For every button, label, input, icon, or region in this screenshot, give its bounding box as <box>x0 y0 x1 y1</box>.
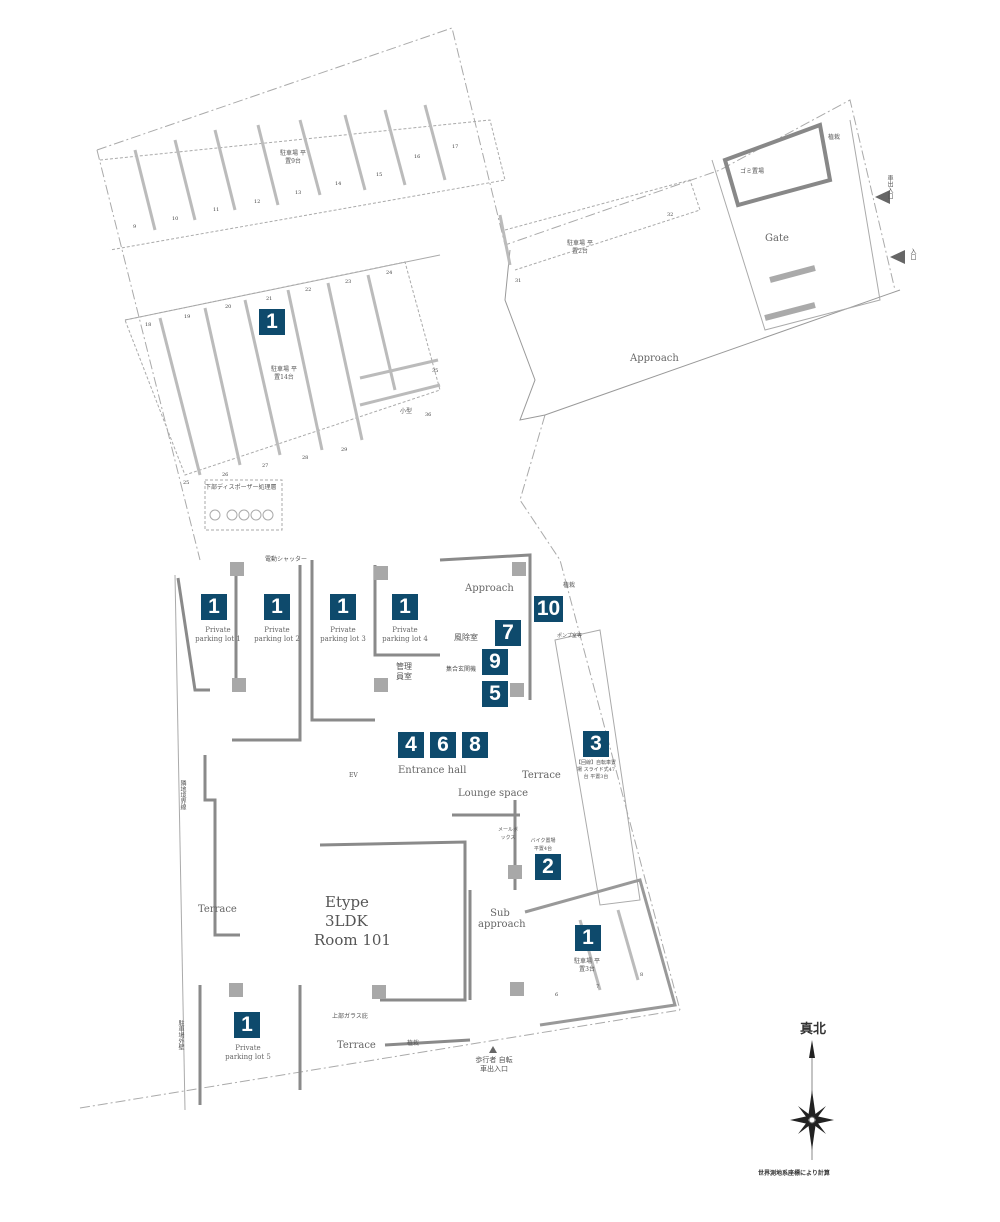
label-car-entrance: 車出入口 <box>886 175 893 199</box>
label-bicycle-parking: 【回線】自転車置場 スライド式47台 平置3台 <box>575 760 616 780</box>
label-planting-1: 植栽 <box>563 582 576 589</box>
stall-number: 22 <box>305 287 312 293</box>
stall-number: 21 <box>266 296 273 302</box>
label-terrace-bottom: Terrace <box>337 1040 376 1051</box>
label-approach-road: Approach <box>630 353 679 364</box>
site-boundary <box>96 27 896 291</box>
label-approach: Approach <box>465 583 514 594</box>
label-entrance: 入口 <box>909 248 916 260</box>
label-manager-room: 管理員室 <box>396 662 412 681</box>
stall-number: 31 <box>515 278 522 284</box>
label-small: 小型 <box>400 408 413 415</box>
badge-4: 4 <box>398 732 424 758</box>
label-lot-1: Private parking lot 1 <box>195 626 241 643</box>
badge-lot-5: 1 <box>234 1012 260 1038</box>
stall-number: 26 <box>222 472 229 478</box>
label-outer-wall: 駐車場外壁 <box>177 1020 184 1050</box>
label-pedestrian-entrance: 歩行者 自転車出入口 <box>475 1056 513 1073</box>
label-pump-room: ポンプ室等 <box>557 633 582 639</box>
stall-number: 36 <box>425 412 432 418</box>
label-unit-room: Room 101 <box>314 931 391 949</box>
stall-number: 35 <box>432 368 439 374</box>
label-shutter: 電動シャッター <box>265 556 308 563</box>
badge-5: 5 <box>482 681 508 707</box>
stall-number: 12 <box>254 199 261 205</box>
stall-number: 28 <box>302 455 309 461</box>
label-parking-right: 駐車場 平置3台 <box>574 958 600 973</box>
stall-number: 7 <box>596 984 600 990</box>
badge-8: 8 <box>462 732 488 758</box>
label-planting-3: 植栽 <box>828 134 841 141</box>
stall-number: 9 <box>133 224 137 230</box>
disposer-tanks <box>209 509 274 521</box>
badge-7: 7 <box>495 620 521 646</box>
label-garbage: ゴミ置場 <box>740 168 765 175</box>
label-ev: EV <box>349 772 358 779</box>
label-terrace-right: Terrace <box>522 770 561 781</box>
stall-number: 10 <box>172 216 179 222</box>
label-mailbox-panel: 集合玄関機 <box>446 666 477 673</box>
label-lounge: Lounge space <box>458 788 529 799</box>
label-unit-type: Etype <box>325 893 369 911</box>
badge-lot-3: 1 <box>330 594 356 620</box>
stall-number: 25 <box>183 480 190 486</box>
stall-number: 20 <box>225 304 232 310</box>
badge-lot-4: 1 <box>392 594 418 620</box>
badge-parking-right: 1 <box>575 925 601 951</box>
label-windbreak: 風除室 <box>454 633 478 642</box>
label-parking-top: 駐車場 平置9台 <box>280 150 306 165</box>
label-unit-layout: 3LDK <box>325 912 368 930</box>
label-mailbox: メールボックス <box>498 827 519 841</box>
stall-number: 18 <box>145 322 152 328</box>
badge-2: 2 <box>535 854 561 880</box>
north-compass-icon <box>790 1040 834 1160</box>
stall-number: 11 <box>213 207 220 213</box>
badge-lot-1: 1 <box>201 594 227 620</box>
label-skylight: 上部ガラス庇 <box>332 1013 368 1020</box>
label-lot-5: Private parking lot 5 <box>225 1044 271 1061</box>
columns <box>229 562 526 999</box>
label-planting-2: 植栽 <box>407 1040 420 1047</box>
stall-number: 14 <box>335 181 342 187</box>
badge-9: 9 <box>482 649 508 675</box>
stall-number: 24 <box>386 270 393 276</box>
label-lot-3: Private parking lot 3 <box>320 626 366 643</box>
label-gate: Gate <box>765 233 789 244</box>
label-disposer: 下部ディスポーザー処理層 <box>205 484 277 491</box>
stall-number: 32 <box>667 212 674 218</box>
stall-number: 16 <box>414 154 421 160</box>
label-lot-2: Private parking lot 2 <box>254 626 300 643</box>
badge-parking-top: 1 <box>259 309 285 335</box>
compass-title: 真北 <box>800 1022 827 1037</box>
entrance-arrows <box>489 190 905 1053</box>
stall-number: 15 <box>376 172 383 178</box>
badge-6: 6 <box>430 732 456 758</box>
label-sub-approach: Sub approach <box>478 908 526 930</box>
label-motorbike-parking: バイク置場 平置4台 <box>530 838 556 852</box>
label-parking-mid: 駐車場 平置2台 <box>567 240 593 255</box>
label-lot-4: Private parking lot 4 <box>382 626 428 643</box>
stall-number: 29 <box>341 447 348 453</box>
label-entrance-hall: Entrance hall <box>398 765 467 776</box>
label-parking-big: 駐車場 平置14台 <box>271 366 297 381</box>
label-terrace-left: Terrace <box>198 904 237 915</box>
stall-number: 6 <box>555 992 559 998</box>
stall-number: 13 <box>295 190 302 196</box>
parking-stall-dividers <box>133 104 640 991</box>
compass-note: 世界測地系座標により計算 <box>758 1170 830 1177</box>
stall-number: 27 <box>262 463 269 469</box>
badge-10: 10 <box>534 596 563 622</box>
label-boundary: 隣地境界線 <box>179 780 186 810</box>
badge-lot-2: 1 <box>264 594 290 620</box>
stall-number: 17 <box>452 144 459 150</box>
stall-number: 19 <box>184 314 191 320</box>
building-walls <box>176 553 532 1105</box>
badge-3: 3 <box>583 731 609 757</box>
stall-number: 8 <box>640 972 644 978</box>
stall-number: 23 <box>345 279 352 285</box>
